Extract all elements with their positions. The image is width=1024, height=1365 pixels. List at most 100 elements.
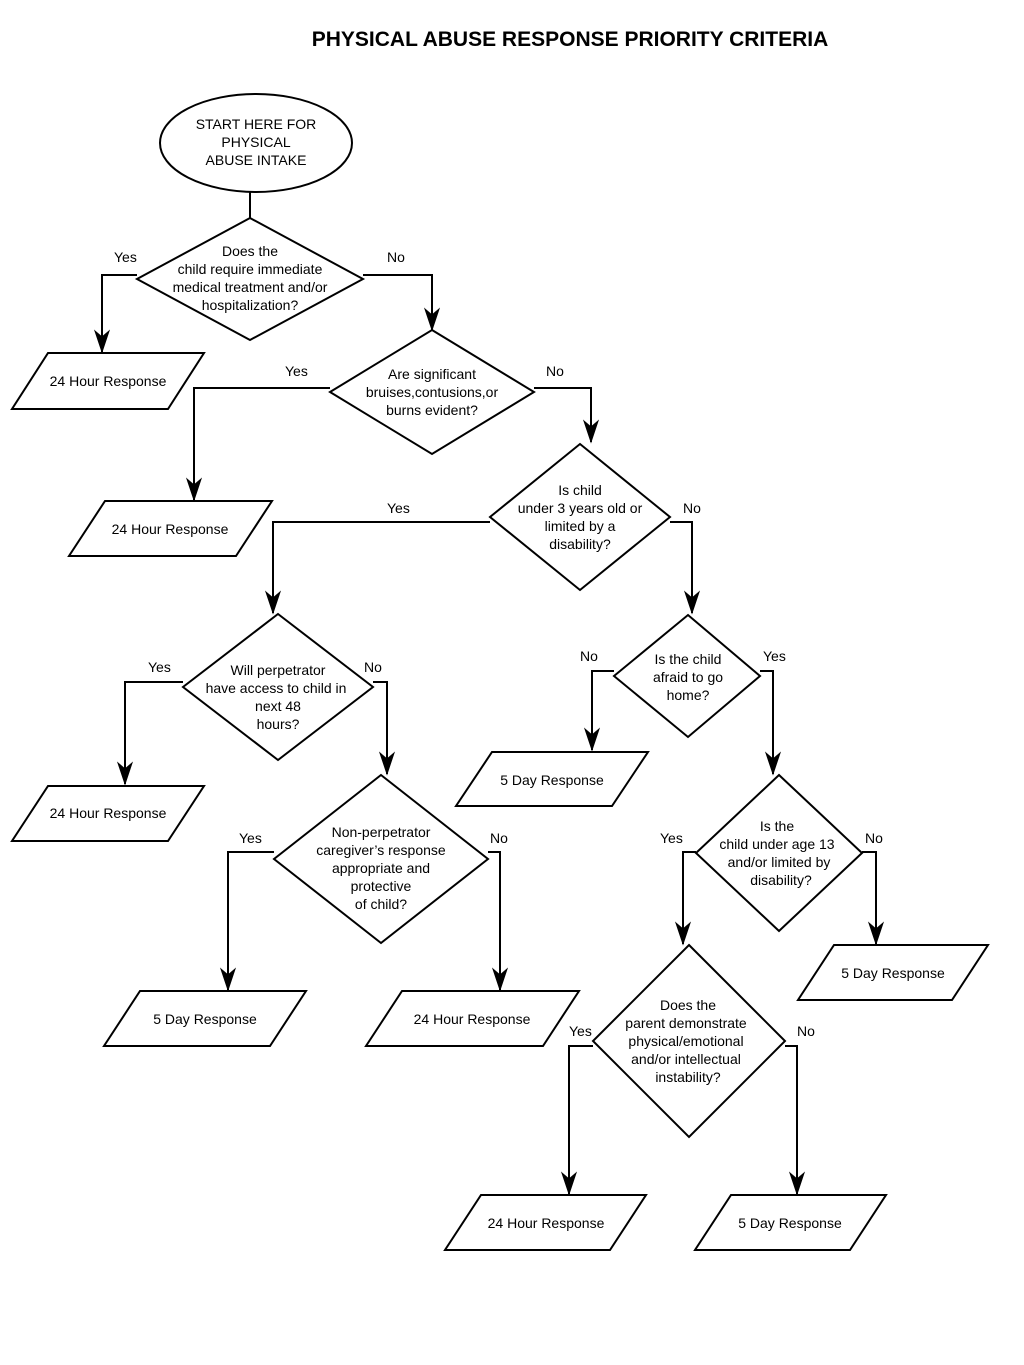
arrowhead-parent (674, 921, 692, 946)
label-medical-no: No (387, 249, 405, 265)
r2-text: 24 Hour Response (112, 521, 229, 537)
parallelogram-r8 (443, 1194, 648, 1251)
response-r2: 24 Hour Response (67, 500, 274, 557)
parallelogram-r6 (364, 990, 581, 1047)
arrowhead-r8 (560, 1171, 578, 1196)
response-r5: 5 Day Response (102, 990, 308, 1047)
label-under3-no: No (683, 500, 701, 516)
connector-perp-no (373, 681, 388, 774)
nonperp-text-line-5: of child? (355, 896, 407, 912)
arrowhead-r3 (116, 761, 134, 786)
connector-under3-no (670, 521, 693, 613)
diamond-under3 (488, 442, 672, 592)
arrowhead-r7 (867, 921, 885, 946)
parallelogram-r5 (102, 990, 308, 1047)
under13-text-line-4: disability? (750, 872, 812, 888)
r3-text: 24 Hour Response (50, 805, 167, 821)
r7-text: 5 Day Response (841, 965, 945, 981)
label-bruises-no: No (546, 363, 564, 379)
arrowhead-under3 (582, 419, 600, 444)
arrowhead-r1 (93, 329, 111, 354)
label-afraid-yes: Yes (763, 648, 786, 664)
branch-labels: Yes No Yes No Yes No Yes No No Yes Yes N… (114, 249, 883, 1039)
connector-bruises-yes (193, 387, 330, 500)
response-r4: 5 Day Response (454, 751, 650, 807)
medical-text-line-3: medical treatment and/or (173, 279, 328, 295)
start-node: START HERE FOR PHYSICAL ABUSE INTAKE (159, 93, 353, 193)
response-r1: 24 Hour Response (10, 352, 206, 410)
decision-afraid: Is the child afraid to go home? (612, 613, 762, 739)
under3-text-line-3: limited by a (545, 518, 616, 534)
arrowhead-r6 (491, 967, 509, 992)
diamond-afraid (612, 613, 762, 739)
response-r6: 24 Hour Response (364, 990, 581, 1047)
nonperp-text-line-2: caregiver’s response (316, 842, 446, 858)
connector-nonperp-no (488, 851, 501, 990)
bruises-text-line-2: bruises,contusions,or (366, 384, 499, 400)
label-parent-no: No (797, 1023, 815, 1039)
label-under13-yes: Yes (660, 830, 683, 846)
parent-text-line-4: and/or intellectual (631, 1051, 741, 1067)
bruises-text-line-1: Are significant (388, 366, 476, 382)
decision-nonperp: Non-perpetrator caregiver’s response app… (272, 773, 490, 945)
decision-parent: Does the parent demonstrate physical/emo… (591, 943, 787, 1139)
start-text-line-1: START HERE FOR (196, 116, 317, 132)
r9-text: 5 Day Response (738, 1215, 842, 1231)
label-bruises-yes: Yes (285, 363, 308, 379)
label-perp-yes: Yes (148, 659, 171, 675)
start-text-line-3: ABUSE INTAKE (206, 152, 307, 168)
parent-text-line-1: Does the (660, 997, 716, 1013)
connector-nonperp-yes (227, 851, 274, 990)
parallelogram-r9 (693, 1194, 888, 1251)
arrowhead-under13 (764, 751, 782, 776)
under3-text-line-4: disability? (549, 536, 611, 552)
decision-bruises: Are significant bruises,contusions,or bu… (328, 328, 536, 456)
label-parent-yes: Yes (569, 1023, 592, 1039)
connector-afraid-yes (760, 670, 774, 774)
diamond-medical (134, 216, 366, 342)
parent-text-line-3: physical/emotional (628, 1033, 743, 1049)
response-r9: 5 Day Response (693, 1194, 888, 1251)
r5-text: 5 Day Response (153, 1011, 257, 1027)
arrowhead-nonperp (378, 751, 396, 776)
nonperp-text-line-3: appropriate and (332, 860, 430, 876)
diamond-bruises (328, 328, 536, 456)
label-medical-yes: Yes (114, 249, 137, 265)
decision-under3: Is child under 3 years old or limited by… (488, 442, 672, 592)
label-perp-no: No (364, 659, 382, 675)
connector-perp-yes (124, 681, 183, 784)
under13-text-line-1: Is the (760, 818, 794, 834)
under3-text-line-1: Is child (558, 482, 602, 498)
perp-text-line-1: Will perpetrator (231, 662, 326, 678)
arrowhead-r2 (185, 477, 203, 502)
parallelogram-r1 (10, 352, 206, 410)
r4-text: 5 Day Response (500, 772, 604, 788)
parent-text-line-2: parent demonstrate (625, 1015, 747, 1031)
bruises-text-line-3: burns evident? (386, 402, 478, 418)
label-under3-yes: Yes (387, 500, 410, 516)
label-afraid-no: No (580, 648, 598, 664)
response-r7: 5 Day Response (796, 944, 990, 1001)
connector-medical-yes (101, 274, 137, 352)
arrowhead-bruises (423, 307, 441, 332)
connector-afraid-no (591, 670, 614, 750)
parent-text-line-5: instability? (655, 1069, 721, 1085)
decision-under13: Is the child under age 13 and/or limited… (694, 773, 864, 933)
response-r3: 24 Hour Response (10, 785, 206, 842)
afraid-text-line-2: afraid to go (653, 669, 723, 685)
chart-title: PHYSICAL ABUSE RESPONSE PRIORITY CRITERI… (312, 28, 829, 51)
arrowhead-r4 (583, 727, 601, 752)
label-nonperp-yes: Yes (239, 830, 262, 846)
diamond-nonperp (272, 773, 490, 945)
arrowheads (93, 307, 885, 1196)
nonperp-text-line-1: Non-perpetrator (332, 824, 431, 840)
decision-perp-access: Will perpetrator have access to child in… (181, 612, 375, 762)
arrowhead-afraid (683, 590, 701, 615)
arrowhead-r9 (788, 1171, 806, 1196)
medical-text-line-4: hospitalization? (202, 297, 299, 313)
label-nonperp-no: No (490, 830, 508, 846)
medical-text-line-1: Does the (222, 243, 278, 259)
afraid-text-line-3: home? (667, 687, 710, 703)
under13-text-line-3: and/or limited by (728, 854, 831, 870)
